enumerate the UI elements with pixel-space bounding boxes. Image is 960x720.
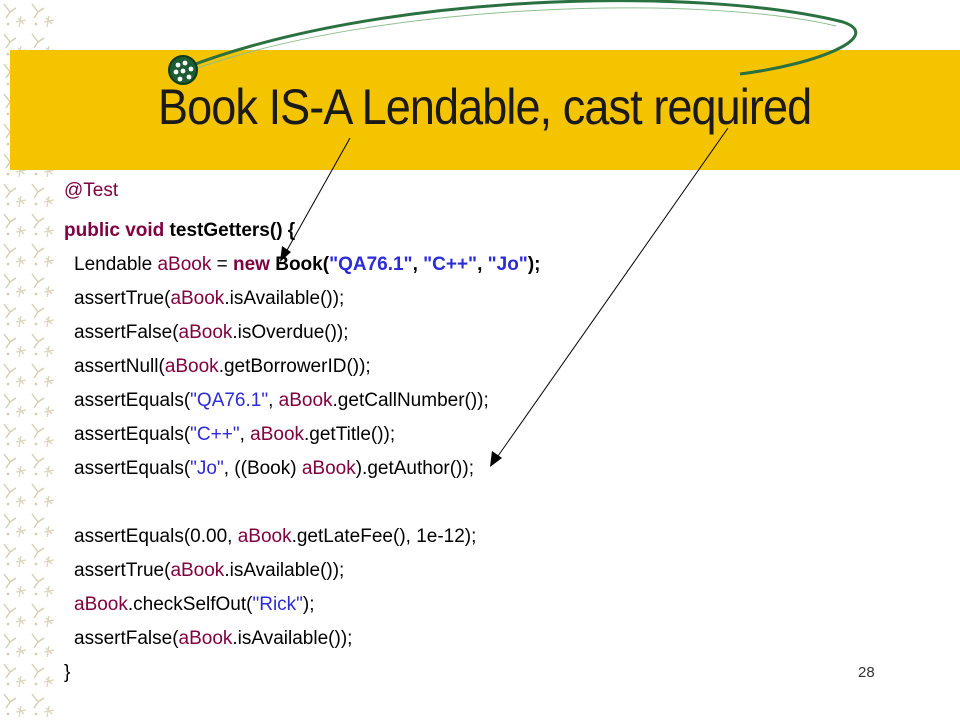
call: assertFalse(	[74, 322, 179, 343]
code-line: aBook.checkSelfOut("Rick");	[74, 594, 315, 616]
arrow-line-right	[497, 127, 729, 457]
code-line: assertNull(aBook.getBorrowerID());	[74, 356, 371, 378]
code-line: assertTrue(aBook.isAvailable());	[74, 560, 344, 582]
call: assertEquals(	[74, 424, 191, 445]
type-name: Lendable	[74, 254, 158, 275]
call: .checkSelfOut(	[127, 594, 253, 615]
code-line-closing-brace: }	[64, 662, 71, 683]
keyword: new	[233, 254, 270, 275]
variable: aBook	[178, 322, 233, 343]
variable: aBook	[157, 254, 212, 275]
keyword: public void	[64, 220, 165, 241]
string-literal: "Jo"	[487, 254, 528, 275]
variable: aBook	[301, 458, 356, 479]
constructor: Book(	[269, 254, 330, 275]
call: assertTrue(	[74, 560, 171, 581]
string-literal: "QA76.1"	[190, 390, 269, 411]
code-line-annotation: @Test	[64, 180, 119, 201]
arrow-head-right	[490, 451, 502, 467]
code-line-cast: assertEquals("Jo", ((Book) aBook).getAut…	[74, 458, 474, 480]
string-literal: "QA76.1"	[329, 254, 413, 275]
code-line: assertEquals("QA76.1", aBook.getCallNumb…	[74, 390, 489, 412]
call: .getCallNumber());	[332, 390, 489, 411]
code-line: assertEquals("C++", aBook.getTitle());	[74, 424, 395, 446]
variable: aBook	[278, 390, 333, 411]
slide-number: 28	[858, 664, 875, 681]
variable: aBook	[170, 560, 225, 581]
operator: =	[211, 254, 233, 275]
variable: aBook	[250, 424, 305, 445]
variable: aBook	[178, 628, 233, 649]
call: assertNull(	[74, 356, 165, 377]
string-literal: "Rick"	[252, 594, 303, 615]
call: .isAvailable());	[232, 628, 353, 649]
call: ).getAuthor());	[355, 458, 474, 479]
code-line: assertFalse(aBook.isOverdue());	[74, 322, 349, 344]
call: assertTrue(	[74, 288, 171, 309]
call: assertEquals(0.00,	[74, 526, 238, 547]
separator: ,	[239, 424, 251, 445]
string-literal: "C++"	[190, 424, 240, 445]
code-line: assertFalse(aBook.isAvailable());	[74, 628, 352, 650]
punctuation: );	[527, 254, 541, 275]
code-line: assertEquals(0.00, aBook.getLateFee(), 1…	[74, 526, 476, 548]
call: .getBorrowerID());	[218, 356, 371, 377]
call: assertEquals(	[74, 390, 191, 411]
variable: aBook	[237, 526, 292, 547]
variable: aBook	[74, 594, 128, 615]
call: .getLateFee(), 1e-12);	[291, 526, 477, 547]
slide-title: Book IS-A Lendable, cast required	[158, 79, 812, 135]
cast-expression: , ((Book)	[223, 458, 302, 479]
string-literal: "Jo"	[190, 458, 224, 479]
separator: ,	[268, 390, 279, 411]
code-line-declaration: Lendable aBook = new Book("QA76.1", "C++…	[74, 254, 540, 276]
call: .isOverdue());	[232, 322, 349, 343]
call: assertEquals(	[74, 458, 191, 479]
separator: ,	[477, 254, 488, 275]
separator: ,	[412, 254, 424, 275]
code-line: assertTrue(aBook.isAvailable());	[74, 288, 344, 310]
call: .isAvailable());	[224, 560, 345, 581]
call: .getTitle());	[304, 424, 396, 445]
call: assertFalse(	[74, 628, 179, 649]
variable: aBook	[164, 356, 219, 377]
variable: aBook	[170, 288, 225, 309]
method-signature: testGetters() {	[164, 220, 296, 241]
code-line-method: public void testGetters() {	[64, 220, 295, 242]
string-literal: "C++"	[423, 254, 478, 275]
call: .isAvailable());	[224, 288, 345, 309]
punctuation: );	[302, 594, 315, 615]
